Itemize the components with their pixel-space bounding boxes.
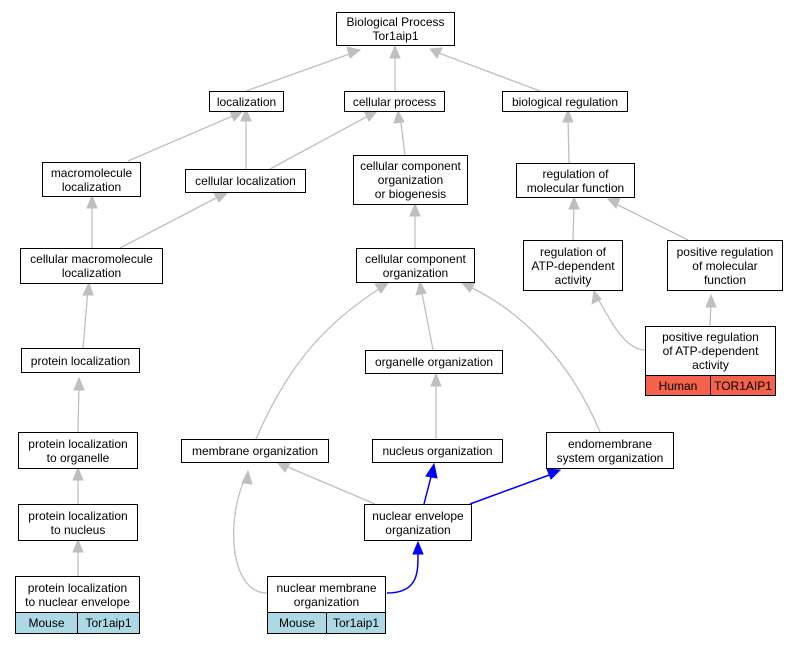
node-localization[interactable]: localization — [209, 91, 284, 112]
gene-label: TOR1AIP1 — [714, 378, 772, 393]
node-endomembrane-system-organization[interactable]: endomembrane system organization — [546, 432, 674, 469]
annotation-mouse-tor1aip1: Mouse Tor1aip1 — [267, 612, 386, 634]
node-biological-process-root[interactable]: Biological Process Tor1aip1 — [336, 12, 455, 46]
node-biological-regulation[interactable]: biological regulation — [502, 91, 628, 112]
node-positive-regulation-of-atp-dependent-activity[interactable]: positive regulation of ATP-dependent act… — [645, 326, 776, 376]
node-organelle-organization[interactable]: organelle organization — [365, 350, 503, 374]
species-label: Mouse — [268, 613, 327, 633]
node-nuclear-membrane-organization[interactable]: nuclear membrane organization — [267, 576, 386, 613]
node-macromolecule-localization[interactable]: macromolecule localization — [42, 162, 141, 197]
node-cellular-component-organization[interactable]: cellular component organization — [356, 248, 475, 283]
edge-macromol-localization — [127, 114, 236, 162]
node-positive-regulation-of-molecular-function[interactable]: positive regulation of molecular functio… — [667, 240, 783, 291]
node-membrane-organization[interactable]: membrane organization — [181, 439, 329, 463]
edge-nucmem-nucenv — [386, 549, 419, 594]
gene-label: Tor1aip1 — [332, 616, 380, 630]
edge-posregmol-regmol — [613, 202, 689, 241]
node-protein-localization[interactable]: protein localization — [21, 348, 140, 373]
node-nuclear-envelope-organization[interactable]: nuclear envelope organization — [364, 504, 472, 541]
annotation-human-tor1aip1: Human TOR1AIP1 — [645, 375, 776, 396]
node-protein-localization-to-nuclear-envelope[interactable]: protein localization to nuclear envelope — [15, 576, 140, 613]
edge-nucmem-memorg — [232, 475, 268, 594]
edge-nucenv-endo — [469, 473, 553, 505]
gene-label: Tor1aip1 — [85, 616, 132, 630]
edge-protloc-cellmacro — [82, 288, 89, 349]
node-protein-localization-to-nucleus[interactable]: protein localization to nucleus — [18, 504, 138, 541]
edge-regmol-bioreg — [567, 115, 570, 164]
edge-cellloc-cellproc — [269, 115, 369, 170]
edge-bioreg-root — [435, 51, 541, 92]
annotation-mouse-tor1aip1: Mouse Tor1aip1 — [15, 612, 140, 634]
edge-orgorg-ccorg — [420, 287, 434, 351]
node-protein-localization-to-organelle[interactable]: protein localization to organelle — [18, 432, 138, 469]
edge-nucenv-nucorg — [423, 472, 433, 505]
edge-localization-root — [245, 51, 356, 92]
edge-endo-ccorg — [467, 285, 601, 433]
edge-cellmacro-cellloc — [119, 196, 219, 249]
node-cellular-process[interactable]: cellular process — [344, 91, 445, 112]
edge-posregatp-regatp — [596, 296, 646, 351]
node-cellular-localization[interactable]: cellular localization — [185, 169, 306, 193]
species-label: Mouse — [16, 613, 78, 633]
edge-memorg-ccorg — [255, 286, 383, 440]
node-cellular-macromolecule-localization[interactable]: cellular macromolecule localization — [20, 248, 163, 284]
node-nucleus-organization[interactable]: nucleus organization — [372, 439, 503, 463]
node-regulation-of-atp-dependent-activity[interactable]: regulation of ATP-dependent activity — [523, 240, 623, 291]
node-regulation-of-molecular-function[interactable]: regulation of molecular function — [516, 163, 635, 198]
node-cellular-component-organization-or-biogenesis[interactable]: cellular component organization or bioge… — [353, 155, 468, 205]
edge-nucenv-memorg — [282, 464, 376, 505]
species-label: Human — [646, 376, 711, 395]
edge-protorg-protloc — [77, 383, 80, 433]
